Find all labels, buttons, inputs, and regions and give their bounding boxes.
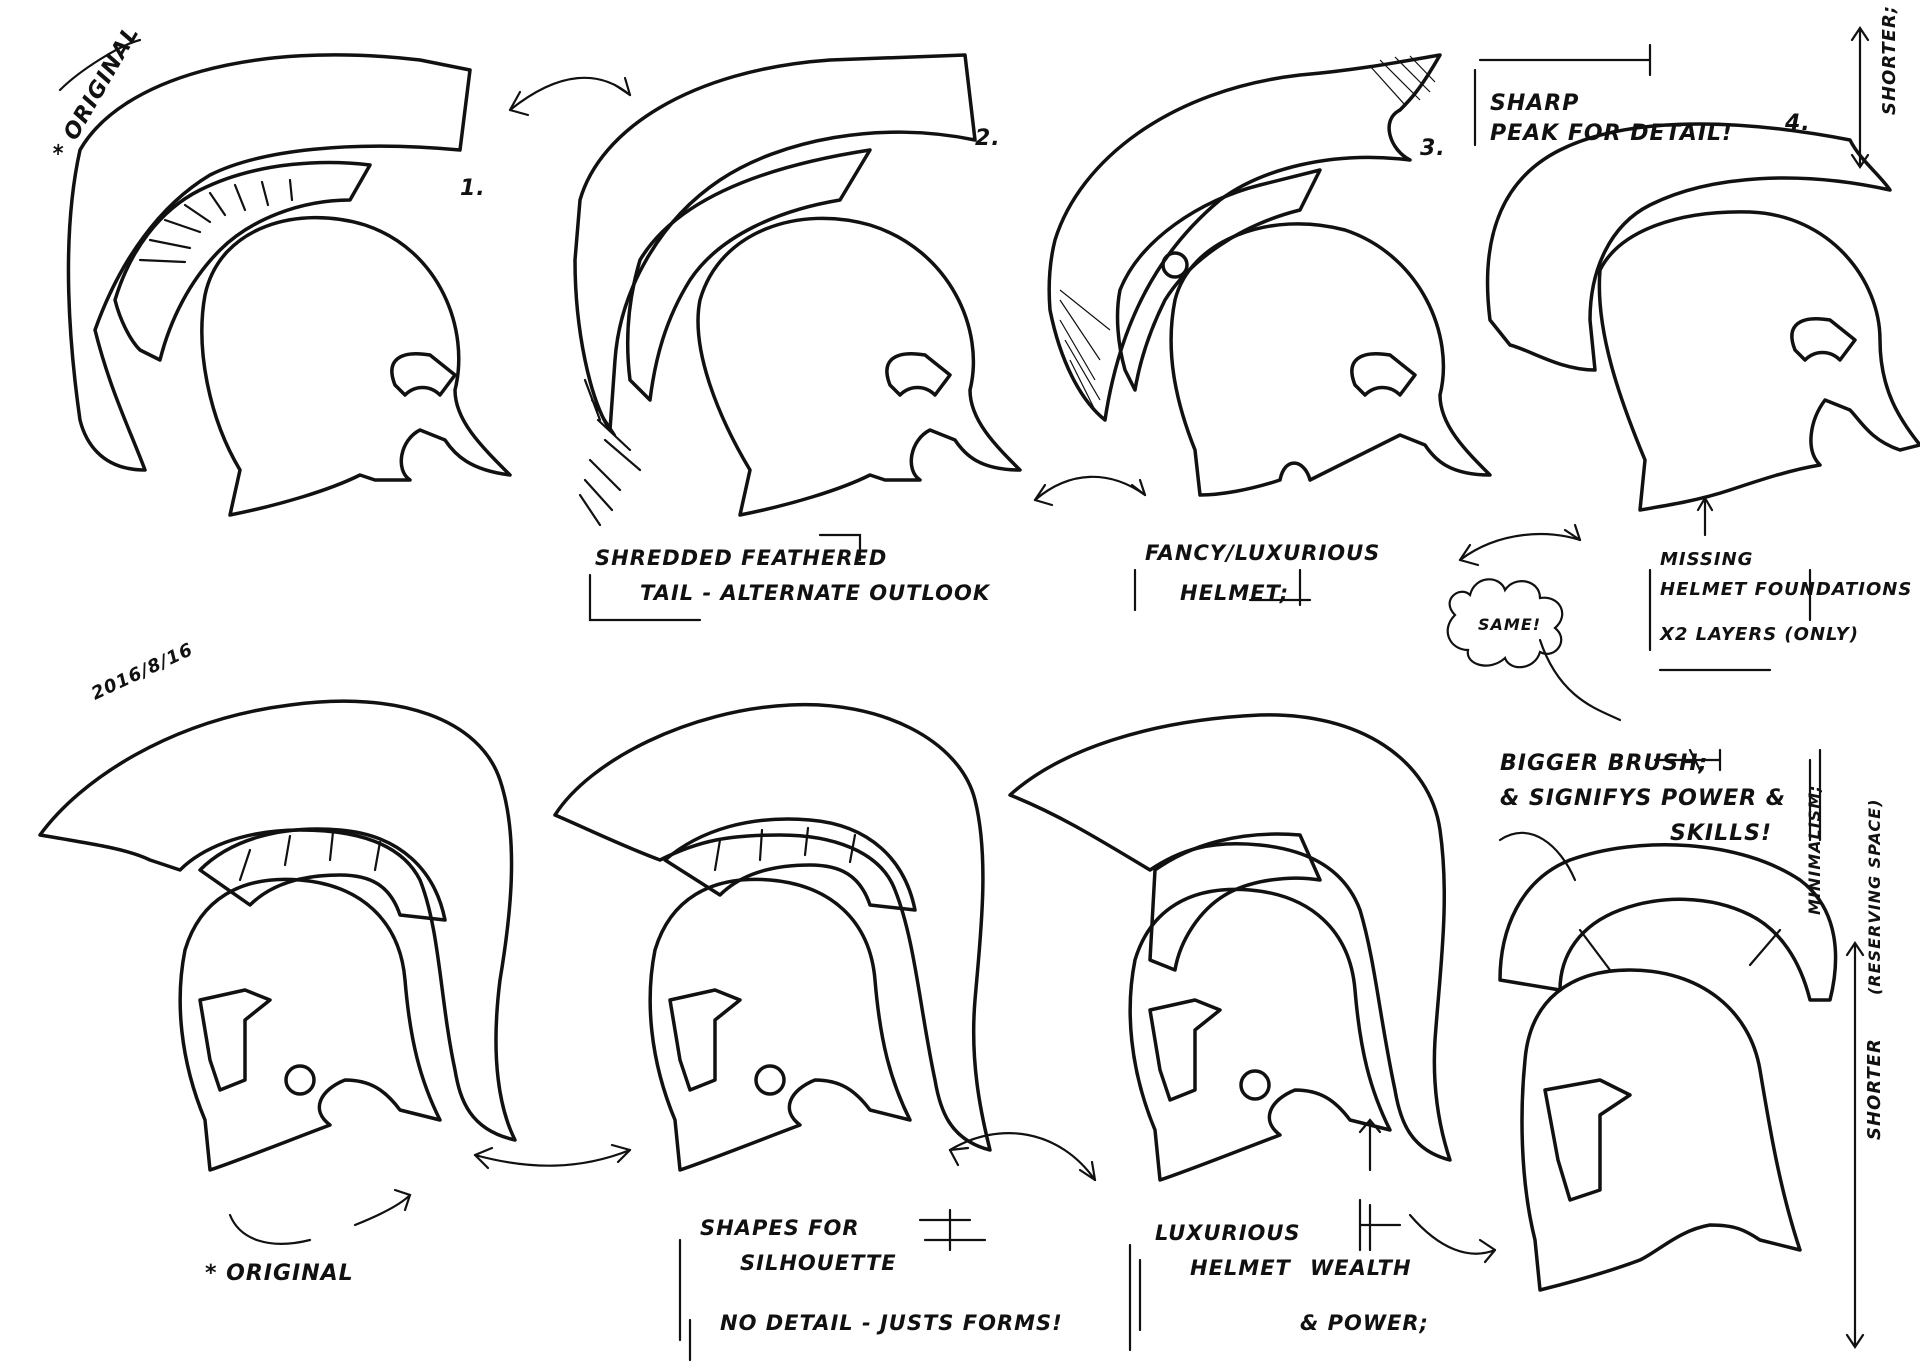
label-missing-1: MISSING: [1660, 549, 1753, 570]
label-shredded-1: SHREDDED FEATHERED: [595, 546, 887, 570]
label-bigger-3: SKILLS!: [1670, 821, 1772, 846]
label-missing-3: X2 LAYERS (ONLY): [1659, 624, 1859, 645]
label-bigger-2: & SIGNIFYS POWER &: [1500, 786, 1786, 811]
label-sharp-peak-2: PEAK FOR DETAIL!: [1490, 121, 1733, 146]
label-shapes-3: NO DETAIL - JUSTS FORMS!: [720, 1311, 1063, 1335]
label-same: SAME!: [1478, 615, 1541, 634]
label-shapes-1: SHAPES FOR: [700, 1216, 860, 1240]
label-shorter-right: SHORTER: [1864, 1038, 1885, 1140]
label-reserving-space: (RESERVING SPACE): [1865, 799, 1884, 995]
label-lux-3: WEALTH: [1310, 1256, 1412, 1280]
label-shorter-top: SHORTER;: [1879, 5, 1900, 115]
label-original-bottom: * ORIGINAL: [205, 1261, 354, 1286]
label-original-top: * ORIGINAL: [49, 22, 145, 163]
same-cloud: [1446, 578, 1564, 669]
helmet-sketch-4: [1485, 122, 1920, 512]
arrow-marks: [58, 26, 1870, 1349]
label-fancy-2: HELMET;: [1180, 581, 1289, 605]
helmet-sketch-1: [66, 53, 512, 517]
label-number-2: 2.: [975, 126, 1001, 151]
label-fancy-1: FANCY/LUXURIOUS: [1145, 541, 1380, 565]
label-number-3: 3.: [1420, 136, 1446, 161]
helmet-sketch-2: [573, 53, 1022, 527]
label-lux-4: & POWER;: [1300, 1311, 1429, 1335]
label-number-4: 4.: [1784, 111, 1811, 136]
helmet-sketch-6: [553, 702, 992, 1172]
label-sharp-peak-1: SHARP: [1490, 91, 1579, 116]
helmet-sketch-5: [38, 699, 517, 1172]
annotations: * ORIGINAL 1. 2. 3. 4. SHORTER; SHARP PE…: [49, 5, 1912, 1335]
helmet-sketch-7: [1008, 713, 1452, 1182]
label-lux-2: HELMET: [1190, 1256, 1292, 1280]
helmet-sketch-3: [1047, 53, 1492, 497]
label-shapes-2: SILHOUETTE: [740, 1251, 897, 1275]
label-signature-date: 2016/8/16: [88, 639, 196, 704]
helmet-sketch-8: [1498, 843, 1838, 1292]
annotation-brackets: [588, 43, 1822, 1362]
label-missing-2: HELMET FOUNDATIONS: [1660, 579, 1912, 600]
label-bigger-1: BIGGER BRUSH;: [1500, 751, 1708, 776]
label-minimalism: MINIMALISM;: [1805, 784, 1824, 915]
label-shredded-2: TAIL - ALTERNATE OUTLOOK: [640, 581, 991, 605]
label-lux-1: LUXURIOUS: [1155, 1221, 1301, 1245]
label-number-1: 1.: [460, 176, 486, 201]
